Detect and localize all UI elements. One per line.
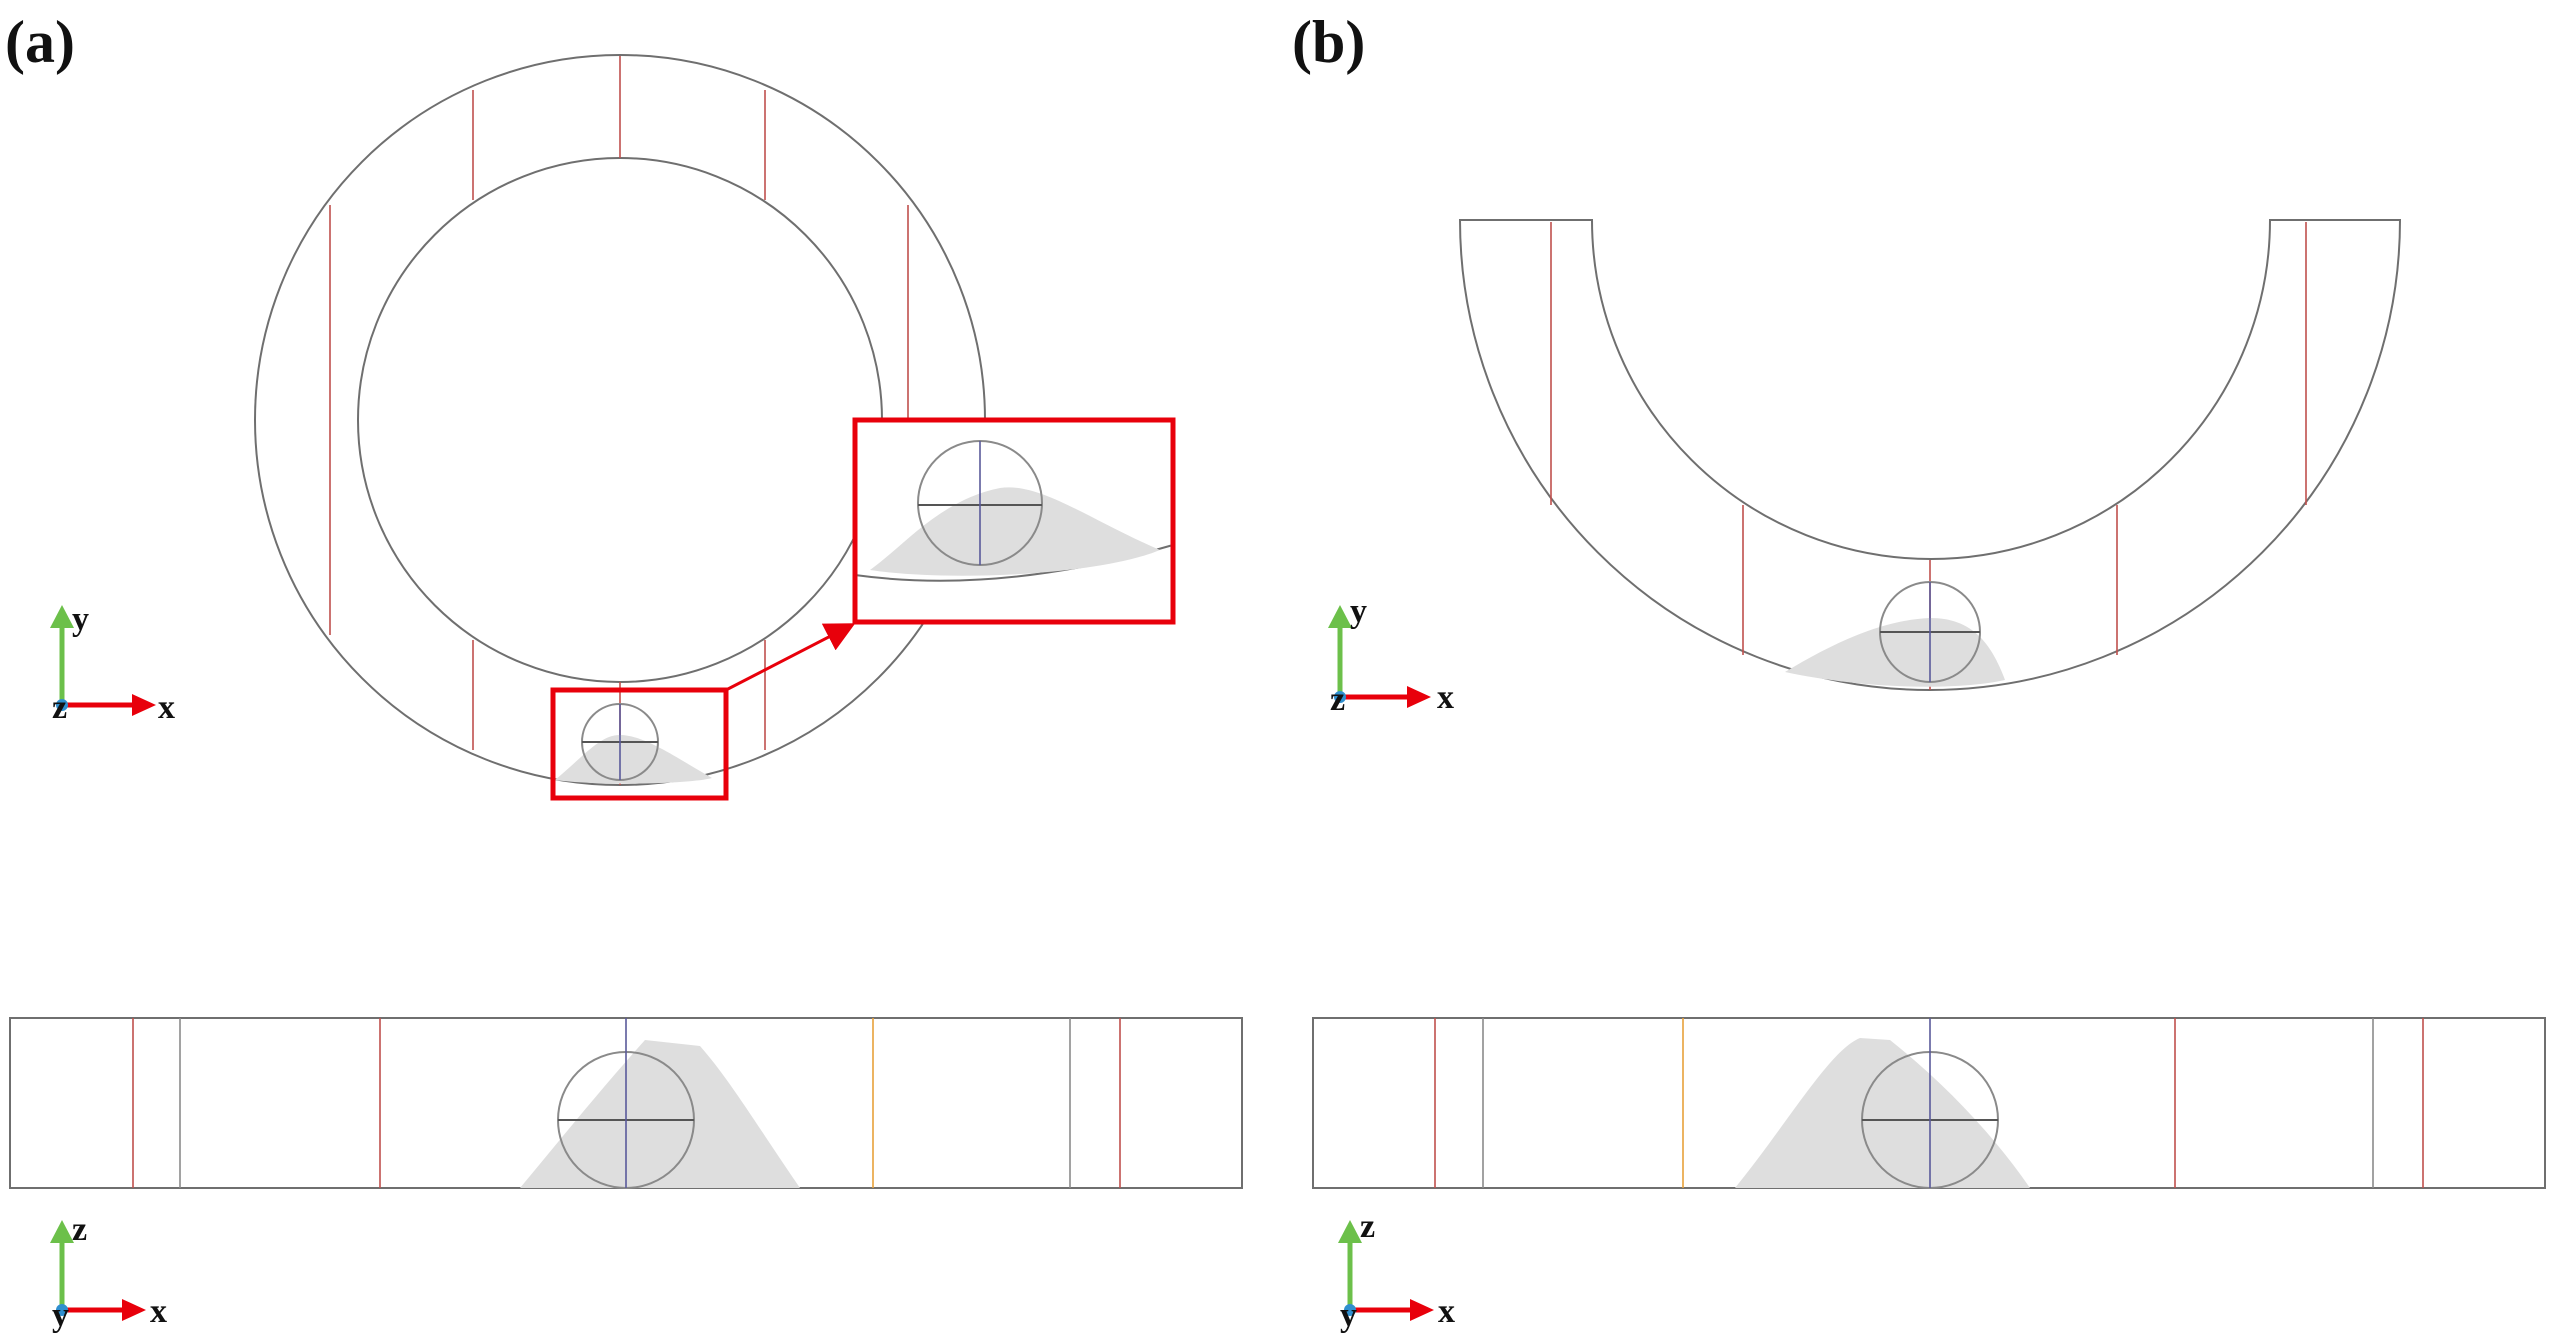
panel-a-top-view <box>254 54 1176 801</box>
sand-profile <box>1735 1038 2030 1188</box>
axis-label-right: x <box>1438 1293 1455 1330</box>
x-arrow-icon <box>1410 1299 1434 1321</box>
panel-b-top-view <box>1458 219 2402 691</box>
x-arrow-icon <box>122 1299 146 1321</box>
axis-triad-top-a: y x z <box>50 601 175 726</box>
sand-pile <box>1785 618 2005 687</box>
axis-label-out: y <box>52 1297 69 1334</box>
axis-label-out: y <box>1340 1297 1357 1334</box>
sand-pile <box>555 735 712 784</box>
axis-triad-top-b: y x z <box>1328 593 1454 718</box>
axis-label-out: z <box>52 689 67 726</box>
sand-profile <box>520 1040 800 1188</box>
panel-a-label: (a) <box>5 9 75 75</box>
axis-triad-side-b: z x y <box>1338 1208 1455 1334</box>
probe-sphere <box>581 703 659 781</box>
zoom-link-arrow <box>725 623 856 692</box>
z-arrow-icon <box>50 1220 74 1243</box>
y-arrow-icon <box>1328 605 1352 628</box>
z-arrow-icon <box>1338 1220 1362 1243</box>
axis-label-right: x <box>1437 679 1454 716</box>
panel-b-side-view <box>1312 1017 2546 1189</box>
axis-label-up: z <box>1360 1208 1375 1245</box>
axis-label-up: z <box>72 1211 87 1248</box>
z-axis-dot-icon <box>1334 691 1346 703</box>
axis-label-up: y <box>1350 593 1367 630</box>
axis-label-right: x <box>158 689 175 726</box>
x-arrow-icon <box>1407 686 1431 708</box>
axis-triad-side-a: z x y <box>50 1211 167 1334</box>
panel-b-label: (b) <box>1292 9 1365 75</box>
panel-a-side-view <box>9 1017 1243 1189</box>
zoom-inset-frame <box>852 417 1176 625</box>
zoom-source-box <box>550 687 729 801</box>
inner-ring <box>357 157 883 683</box>
probe-sphere <box>1879 581 1981 683</box>
axis-label-out: z <box>1330 681 1345 718</box>
y-arrow-icon <box>50 605 74 628</box>
half-ring-outline <box>1458 219 2402 691</box>
axis-label-up: y <box>72 601 89 638</box>
partition-lines <box>329 56 909 785</box>
y-axis-dot-icon <box>56 1304 68 1316</box>
y-axis-dot-icon <box>1344 1304 1356 1316</box>
x-arrow-icon <box>132 694 156 716</box>
z-axis-dot-icon <box>56 699 68 711</box>
axis-label-right: x <box>150 1293 167 1330</box>
zoom-inset <box>852 417 1176 625</box>
